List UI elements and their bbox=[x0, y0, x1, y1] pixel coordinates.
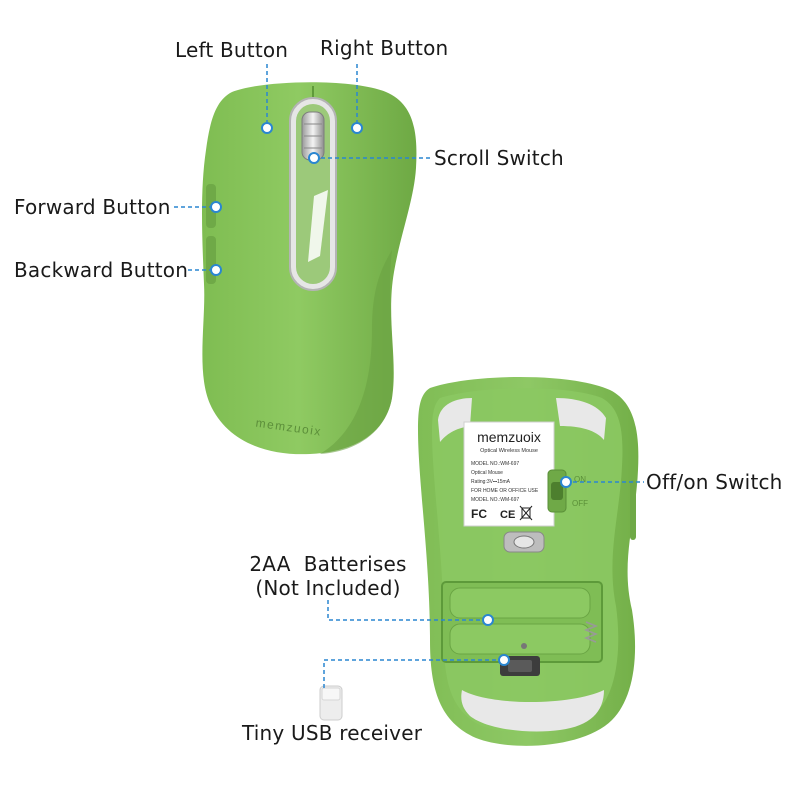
usb-receiver bbox=[319, 685, 343, 721]
callout-dot bbox=[482, 614, 494, 626]
label-product: Optical Mouse bbox=[471, 470, 503, 476]
power-switch-knob bbox=[551, 482, 563, 500]
callout-lines bbox=[174, 64, 644, 688]
label-brand: memzuoix bbox=[477, 429, 541, 445]
callout-dot bbox=[560, 476, 572, 488]
label-model-2: MODEL NO.:WM-697 bbox=[471, 497, 519, 503]
callout-batteries-line2: (Not Included) bbox=[255, 576, 401, 600]
callout-dot bbox=[308, 152, 320, 164]
ce-mark: CE bbox=[500, 509, 515, 521]
product-label bbox=[463, 421, 555, 527]
callout-left-button: Left Button bbox=[175, 38, 289, 62]
label-rating: Rating:3V⎓15mA bbox=[471, 479, 511, 485]
mouse-side-shadow bbox=[320, 250, 393, 454]
battery-screw bbox=[521, 643, 527, 649]
bottom-view-mouse: memzuoix Optical Wireless Mouse MODEL NO… bbox=[418, 377, 639, 746]
callout-line-battery bbox=[327, 600, 488, 621]
sensor-lens bbox=[513, 535, 535, 549]
label-subtitle: Optical Wireless Mouse bbox=[480, 448, 538, 454]
side-button-edge bbox=[630, 480, 636, 540]
receiver-slot-inner bbox=[508, 660, 532, 672]
callout-dots bbox=[210, 122, 572, 666]
glide-pad-tr bbox=[556, 398, 606, 440]
callout-dot bbox=[261, 122, 273, 134]
top-view-mouse: memzuoix bbox=[202, 82, 417, 455]
battery-slot-1 bbox=[449, 587, 591, 619]
switch-off-label: OFF bbox=[572, 499, 588, 508]
callout-dot bbox=[351, 122, 363, 134]
callout-usb-receiver: Tiny USB receiver bbox=[242, 721, 423, 745]
switch-on-label: ON bbox=[574, 475, 586, 484]
callout-dot bbox=[210, 264, 222, 276]
dpi-indicator bbox=[308, 190, 328, 262]
label-use: FOR HOME OR OFFICE USE bbox=[471, 488, 539, 494]
battery-slot-2 bbox=[449, 623, 591, 655]
callout-off-on-switch: Off/on Switch bbox=[646, 470, 783, 494]
label-model-1: MODEL NO.:WM-697 bbox=[471, 461, 519, 467]
callout-scroll-switch: Scroll Switch bbox=[434, 146, 564, 170]
fcc-mark: FC bbox=[471, 507, 487, 521]
callout-batteries: 2AA Batterises (Not Included) bbox=[240, 552, 416, 600]
callout-batteries-line1: 2AA Batterises bbox=[249, 552, 407, 576]
callout-line-receiver bbox=[323, 659, 504, 688]
glide-pad-bottom bbox=[461, 690, 604, 732]
callout-right-button: Right Button bbox=[320, 36, 449, 60]
callout-dot bbox=[498, 654, 510, 666]
battery-spring bbox=[583, 621, 599, 643]
weee-bin-icon bbox=[519, 505, 533, 521]
usb-receiver-connector bbox=[321, 687, 341, 701]
callout-backward-button: Backward Button bbox=[14, 258, 189, 282]
callout-dot bbox=[210, 201, 222, 213]
backward-side-button bbox=[206, 236, 216, 284]
callout-forward-button: Forward Button bbox=[14, 195, 171, 219]
glide-pad-tl bbox=[438, 398, 472, 442]
